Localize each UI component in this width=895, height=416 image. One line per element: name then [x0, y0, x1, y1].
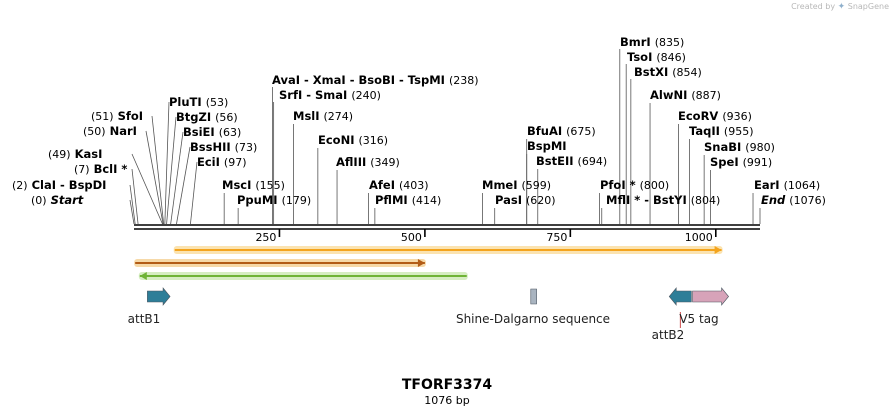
feature-shine-dalgarno-shape: [530, 288, 537, 305]
orf-orange-arrowhead: [714, 246, 722, 254]
enzyme-label-ecorv: EcoRV (936): [678, 109, 752, 123]
enzyme-site-line: [166, 116, 177, 225]
feature-attb1-shape: [147, 287, 171, 306]
enzyme-site-line: [190, 161, 198, 225]
sequence-backbone: [134, 224, 760, 230]
orf-green-arrowhead: [139, 272, 147, 280]
enzyme-site-lines: [129, 49, 761, 225]
enzyme-label-eari: EarI (1064): [754, 178, 820, 192]
enzyme-label-btgzi: BtgZI (56): [176, 110, 238, 124]
feature-attb1[interactable]: attB1: [128, 287, 171, 326]
ruler-tick-label: 250: [255, 231, 276, 244]
orf-brown[interactable]: [134, 259, 426, 267]
feature-v5-tag-label: V5 tag: [679, 312, 718, 326]
enzyme-label-nari: (50) NarI: [83, 124, 137, 138]
enzyme-label-bcli: (7) BclI *: [74, 162, 127, 176]
enzyme-label-clai: (2) ClaI - BspDI: [12, 178, 106, 192]
enzyme-label-pluti: PluTI (53): [169, 95, 228, 109]
orf-brown-arrowhead: [417, 259, 425, 267]
enzyme-label-bsiei: BsiEI (63): [183, 125, 241, 139]
enzyme-label-afliii: AflIII (349): [336, 155, 400, 169]
enzyme-label-spei: SpeI (991): [710, 155, 772, 169]
enzyme-label-taqii: TaqII (955): [689, 124, 754, 138]
enzyme-label-snabi: SnaBI (980): [704, 140, 775, 154]
enzyme-label-sfoi: (51) SfoI: [91, 109, 143, 123]
enzyme-label-bmri: BmrI (835): [620, 35, 684, 49]
enzyme-site-line: [131, 153, 163, 225]
orf-orange[interactable]: [173, 246, 723, 254]
enzyme-label-ppumi: PpuMI (179): [237, 193, 311, 207]
enzyme-label-ecii: EciI (97): [197, 155, 247, 169]
enzyme-labels: (2) ClaI - BspDI(0) Start (7) BclI *(49) …: [12, 35, 826, 207]
enzyme-label-kasi: (49) KasI: [48, 147, 102, 161]
feature-shine-dalgarno-label: Shine-Dalgarno sequence: [456, 312, 610, 326]
ruler-tick-label: 750: [546, 231, 567, 244]
enzyme-label-bstxi: BstXI (854): [634, 65, 702, 79]
orf-green[interactable]: [138, 272, 468, 280]
enzyme-site-line: [145, 130, 164, 225]
enzyme-site-line: [164, 101, 170, 225]
enzyme-label-bspmi: BspMI: [527, 139, 567, 153]
enzyme-label-avai: AvaI - XmaI - BsoBI - TspMI (238): [272, 73, 479, 87]
enzyme-label-econi: EcoNI (316): [318, 133, 388, 147]
enzyme-label-srfi: SrfI - SmaI (240): [279, 88, 381, 102]
features: attB1 Shine-Dalgarno sequence attB2 V5 tag: [128, 287, 729, 342]
enzyme-label-start: (0) Start: [31, 193, 84, 207]
feature-attb1-label: attB1: [128, 312, 161, 326]
enzyme-label-pflmi: PflMI (414): [375, 193, 441, 207]
enzyme-site-line: [131, 168, 139, 225]
sequence-length: 1076 bp: [424, 394, 469, 407]
enzyme-site-line: [151, 115, 165, 225]
credit-brand: SnapGene: [847, 2, 889, 11]
enzyme-label-bfuai: BfuAI (675): [527, 124, 596, 138]
snapgene-logo-icon: ✦: [837, 2, 846, 12]
enzyme-site-line: [129, 184, 136, 225]
enzyme-site-line: [129, 199, 135, 225]
credit-prefix: Created by: [791, 2, 836, 11]
sequence-title: TFORF3374: [402, 377, 493, 393]
enzyme-label-msli: MslI (274): [293, 109, 353, 123]
ruler: 250 500 750 1000: [255, 229, 717, 244]
orfs: [134, 246, 723, 280]
feature-v5-tag-shape: [692, 287, 729, 306]
enzyme-site-line: [170, 131, 184, 225]
enzyme-label-mmei: MmeI (599): [482, 178, 551, 192]
enzyme-site-line: [176, 146, 191, 225]
feature-attb2-label: attB2: [652, 328, 685, 342]
feature-attb2-shape: [668, 287, 692, 306]
enzyme-label-afei: AfeI (403): [369, 178, 429, 192]
feature-v5-tag[interactable]: V5 tag: [679, 287, 729, 326]
enzyme-label-pfoi: PfoI * (800): [600, 178, 669, 192]
snapgene-credit: Created by ✦ SnapGene: [791, 2, 889, 12]
ruler-tick-label: 500: [401, 231, 422, 244]
feature-shine-dalgarno[interactable]: Shine-Dalgarno sequence: [456, 288, 610, 326]
enzyme-label-msci: MscI (155): [222, 178, 285, 192]
ruler-tick-label: 1000: [685, 231, 713, 244]
enzyme-label-alwni: AlwNI (887): [650, 88, 721, 102]
enzyme-label-bsshii: BssHII (73): [190, 140, 257, 154]
enzyme-label-bsteii: BstEII (694): [536, 154, 607, 168]
enzyme-label-tsoi: TsoI (846): [627, 50, 686, 64]
enzyme-label-pasi: PasI (620): [495, 193, 556, 207]
enzyme-label-end: End (1076): [761, 193, 826, 207]
enzyme-label-mfli: MflI * - BstYI (804): [606, 193, 720, 207]
feature-attb2[interactable]: attB2: [652, 287, 692, 342]
